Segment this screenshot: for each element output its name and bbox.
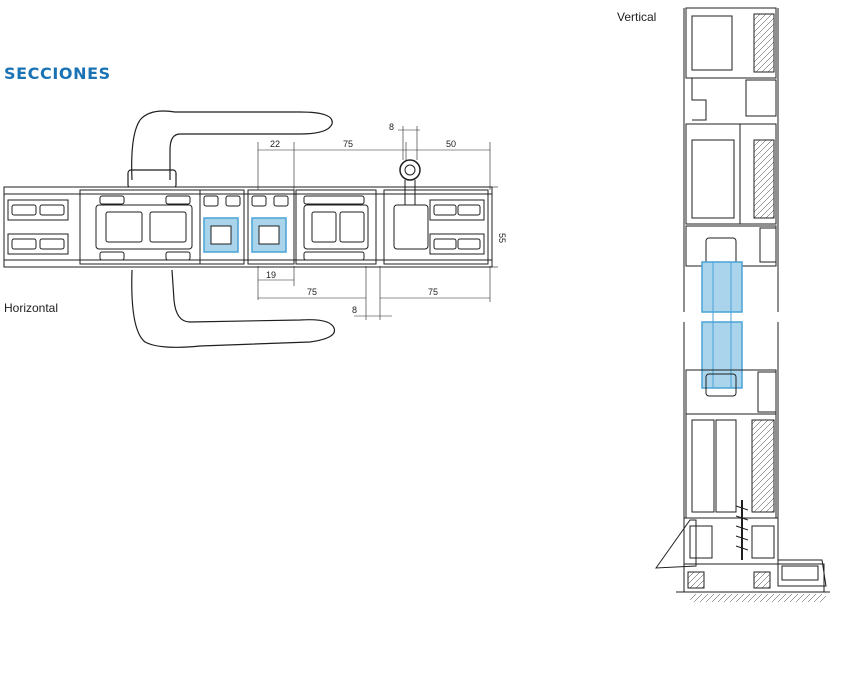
vertical-label: Vertical [617, 10, 657, 24]
dim-bottom-75b: 75 [428, 287, 438, 297]
dim-top-8: 8 [389, 122, 394, 132]
dim-bottom-75a: 75 [307, 287, 317, 297]
horizontal-section [3, 110, 493, 348]
section-title: SECCIONES [4, 64, 111, 83]
dim-right-55: 55 [497, 233, 507, 243]
horizontal-label: Horizontal [4, 301, 59, 315]
dim-bottom-8: 8 [352, 305, 357, 315]
dimension-values: 8 22 75 50 55 19 75 75 8 [266, 122, 507, 315]
dim-top-22: 22 [270, 139, 280, 149]
vertical-section [654, 7, 830, 602]
dim-bottom-19: 19 [266, 270, 276, 280]
horizontal-dimensions [257, 126, 498, 320]
dim-top-75: 75 [343, 139, 353, 149]
dim-top-50: 50 [446, 139, 456, 149]
